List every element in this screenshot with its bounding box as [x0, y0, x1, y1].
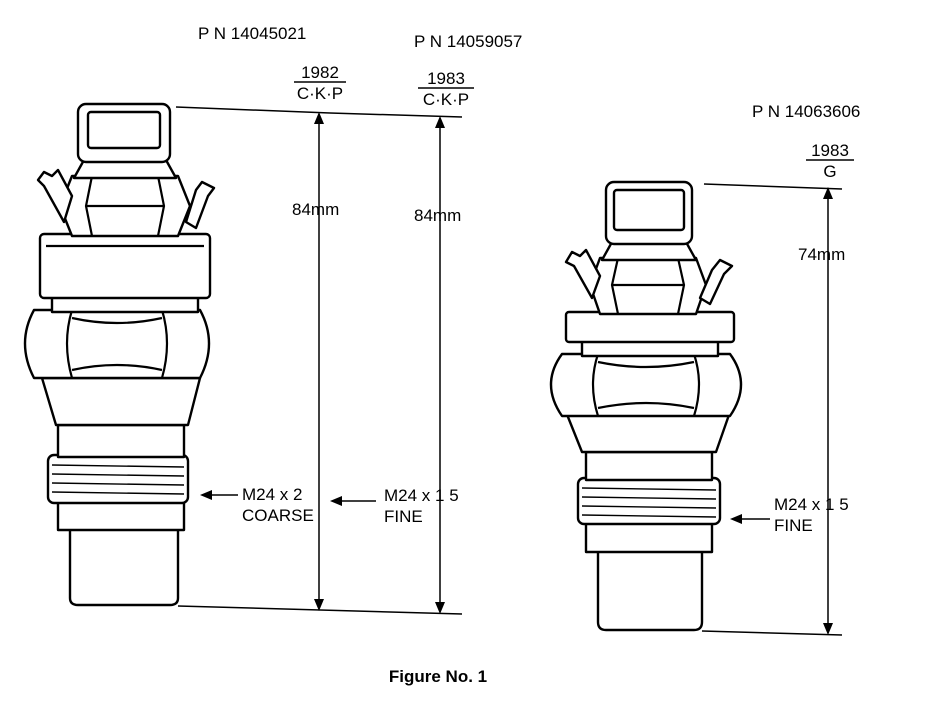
thread-type-1: COARSE: [242, 506, 314, 525]
models-2: C·K·P: [423, 90, 469, 109]
year-3: 1983: [811, 141, 849, 160]
thread-label-3: M24 x 1 5: [774, 495, 849, 514]
figure-caption: Figure No. 1: [389, 667, 487, 686]
year-2: 1983: [427, 69, 465, 88]
thread-type-3: FINE: [774, 516, 813, 535]
injector-small: [549, 180, 743, 632]
models-1: C·K·P: [297, 84, 343, 103]
year-1: 1982: [301, 63, 339, 82]
thread-label-1: M24 x 2: [242, 485, 302, 504]
injector-large: [23, 102, 216, 607]
thread-type-2: FINE: [384, 507, 423, 526]
dimension-lines: [175, 81, 854, 636]
length-label-1: 84mm: [292, 200, 339, 219]
part-number-1: P N 14045021: [198, 24, 306, 43]
thread-label-2: M24 x 1 5: [384, 486, 459, 505]
models-3: G: [823, 162, 836, 181]
part-number-2: P N 14059057: [414, 32, 522, 51]
part-number-3: P N 14063606: [752, 102, 860, 121]
length-label-2: 84mm: [414, 206, 461, 225]
length-label-3: 74mm: [798, 245, 845, 264]
